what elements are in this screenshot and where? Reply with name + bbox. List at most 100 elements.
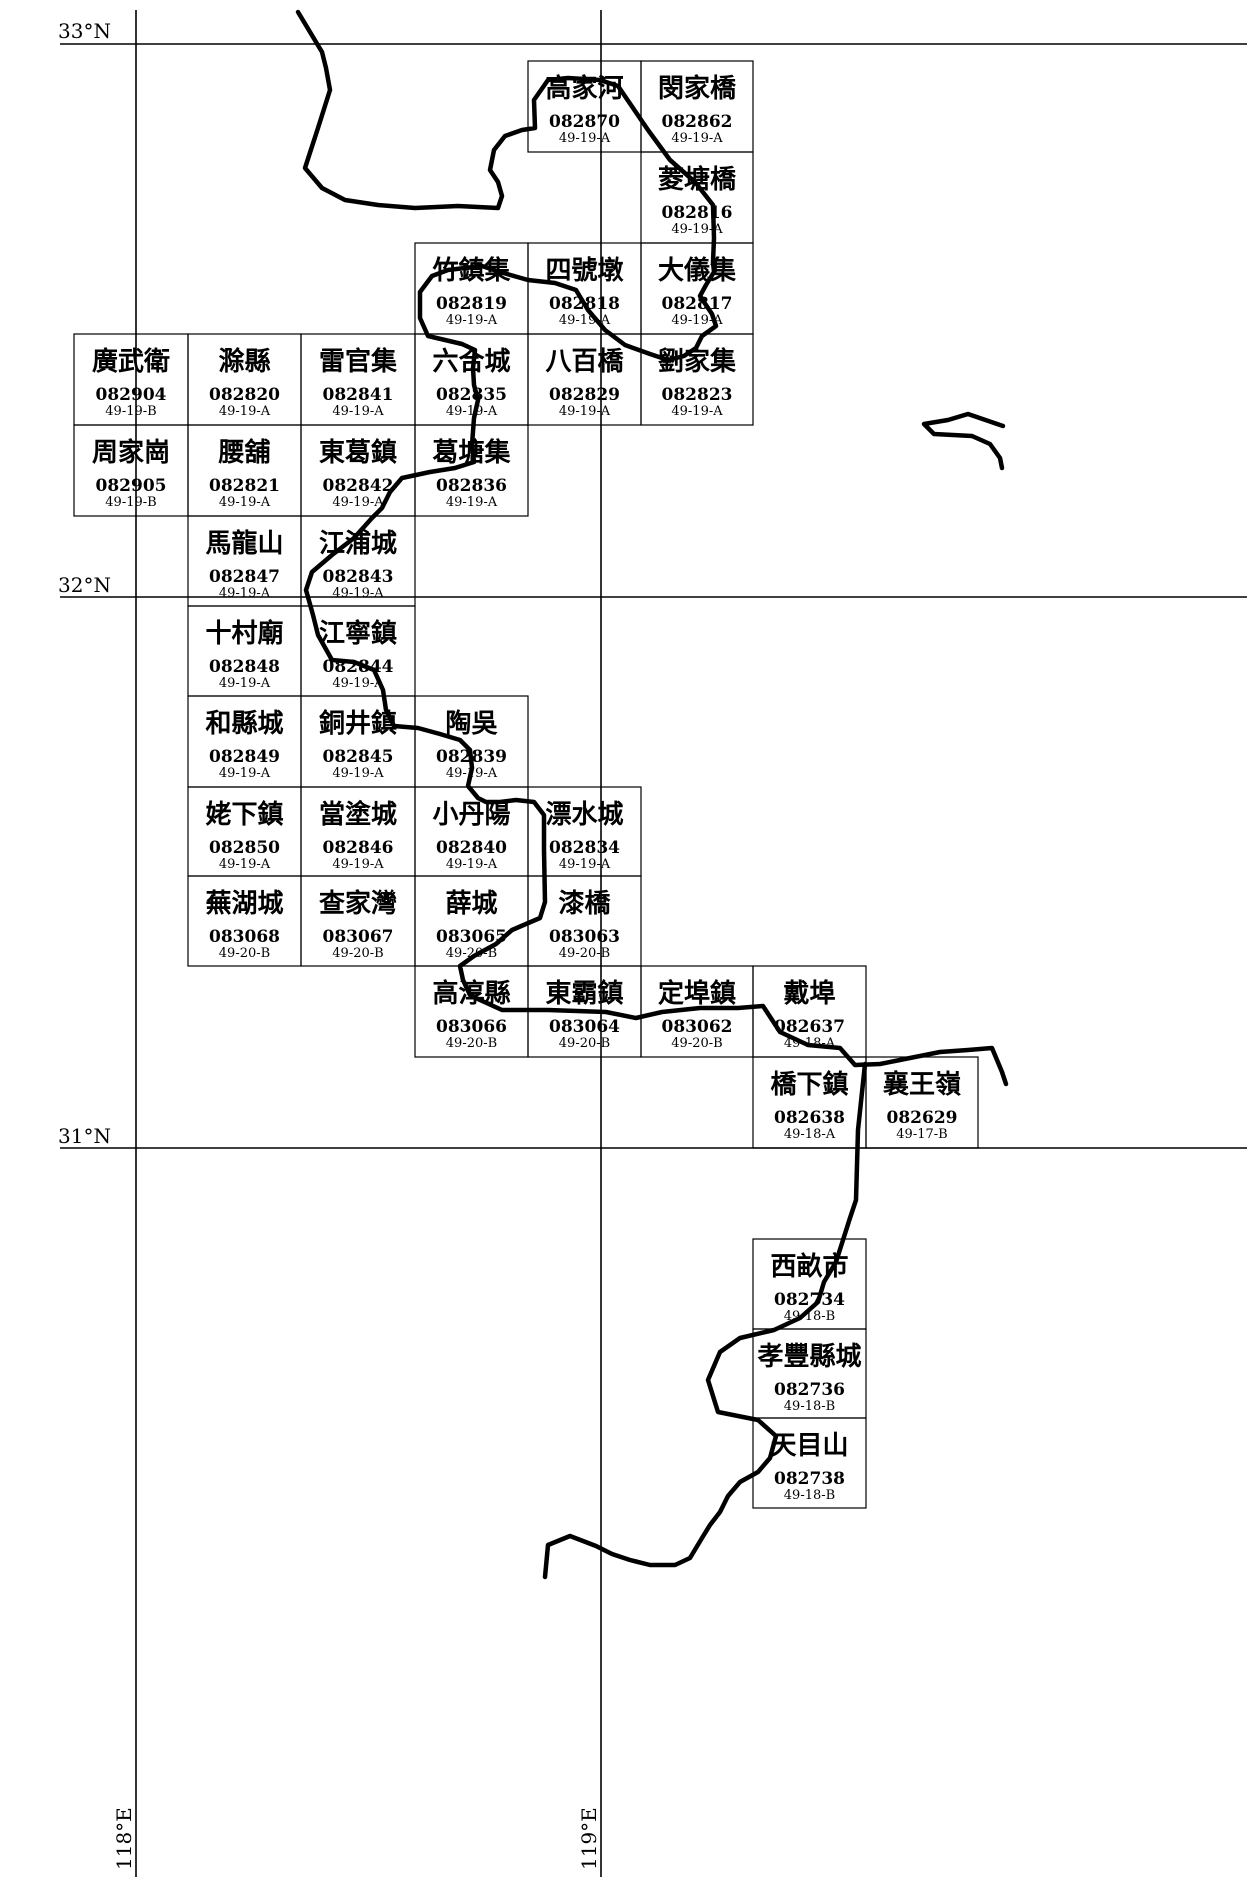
sheet-index: 49-19-A xyxy=(446,404,498,419)
sheet-name: 閔家橋 xyxy=(658,73,737,104)
boundary-line-main xyxy=(295,9,1009,1087)
coordinate-labels: 33°N 32°N 31°N 118°E 119°E xyxy=(58,19,601,1870)
sheet-name: 滁縣 xyxy=(218,346,270,377)
sheet-code: 083062 xyxy=(662,1017,733,1037)
sheet-code: 082734 xyxy=(774,1290,845,1310)
boundary-line-east-fragment xyxy=(921,411,1006,471)
sheet-code: 082862 xyxy=(662,112,733,132)
sheet-name: 雷官集 xyxy=(319,346,398,377)
sheet-code: 082817 xyxy=(662,294,733,314)
sheet-name: 橋下鎮 xyxy=(770,1069,848,1100)
sheet-code: 083064 xyxy=(549,1017,620,1037)
sheet-code: 083063 xyxy=(549,927,620,947)
longitude-label-118e: 118°E xyxy=(112,1807,136,1870)
sheet-code: 082846 xyxy=(323,838,394,858)
sheet-name: 銅井鎮 xyxy=(319,708,397,739)
sheet-name: 姥下鎮 xyxy=(205,799,283,830)
latitude-label-33n: 33°N xyxy=(58,19,111,43)
sheet-index: 49-19-A xyxy=(219,857,271,872)
sheet-name: 四號墩 xyxy=(545,256,624,286)
sheet-code: 082841 xyxy=(323,385,394,405)
sheet-code: 082849 xyxy=(209,747,280,767)
sheet-code: 082843 xyxy=(323,567,394,587)
sheet-code: 082870 xyxy=(549,112,620,132)
sheet-code: 082848 xyxy=(209,657,280,677)
sheet-index: 49-19-A xyxy=(219,495,271,510)
sheet-name: 周家崗 xyxy=(92,437,170,468)
sheet-index: 49-20-B xyxy=(559,946,610,961)
sheet-index: 49-19-A xyxy=(332,586,384,601)
sheet-index: 49-19-A xyxy=(446,495,498,510)
sheet-code: 082823 xyxy=(662,385,733,405)
boundary-line-southern xyxy=(542,1061,868,1580)
sheet-name: 定埠鎮 xyxy=(658,978,736,1009)
sheet-name: 天目山 xyxy=(770,1431,848,1461)
sheet-name: 和縣城 xyxy=(205,709,283,739)
sheet-code: 082834 xyxy=(549,838,620,858)
sheet-name: 薛城 xyxy=(445,889,497,919)
sheet-name: 馬龍山 xyxy=(205,528,283,559)
sheet-index: 49-20-B xyxy=(219,946,270,961)
sheet-index: 49-19-A xyxy=(671,131,723,146)
sheet-code: 082904 xyxy=(96,385,167,405)
sheet-code: 082819 xyxy=(436,294,507,314)
sheet-index: 49-19-A xyxy=(671,313,723,328)
sheet-name: 襄王嶺 xyxy=(882,1069,961,1100)
sheet-index: 49-19-A xyxy=(332,676,384,691)
sheet-index: 49-19-A xyxy=(671,222,723,237)
sheet-index: 49-19-B xyxy=(105,404,156,419)
sheet-code: 082840 xyxy=(436,838,507,858)
sheet-code: 082850 xyxy=(209,838,280,858)
sheet-index: 49-19-A xyxy=(219,404,271,419)
sheet-index: 49-20-B xyxy=(671,1036,722,1051)
sheet-index: 49-19-A xyxy=(332,495,384,510)
sheet-name: 腰舖 xyxy=(217,437,270,468)
sheet-code: 082842 xyxy=(323,476,394,496)
sheet-index: 49-20-B xyxy=(559,1036,610,1051)
sheet-border xyxy=(752,1417,867,1509)
sheet-name: 廣武衛 xyxy=(92,347,170,377)
sheet-name: 當塗城 xyxy=(319,799,397,830)
sheet-index: 49-19-B xyxy=(105,495,156,510)
sheet-index: 49-19-A xyxy=(219,676,271,691)
sheet-name: 查家灣 xyxy=(319,888,397,919)
sheet-border xyxy=(640,333,754,426)
sheet-index: 49-19-A xyxy=(671,404,723,419)
sheet-code: 082829 xyxy=(549,385,620,405)
sheet-index: 49-20-B xyxy=(332,946,383,961)
sheet-code: 082845 xyxy=(323,747,394,767)
sheet-code: 082821 xyxy=(209,476,280,496)
sheet-name: 漂水城 xyxy=(545,800,623,830)
sheet-index: 49-19-A xyxy=(446,313,498,328)
sheet-code: 083065 xyxy=(436,927,507,947)
sheet-index: 49-17-B xyxy=(896,1127,947,1142)
sheet-code: 082816 xyxy=(662,203,733,223)
sheet-name: 陶吳 xyxy=(445,709,498,739)
sheet-code: 082637 xyxy=(774,1017,845,1037)
sheet-code: 082820 xyxy=(209,385,280,405)
